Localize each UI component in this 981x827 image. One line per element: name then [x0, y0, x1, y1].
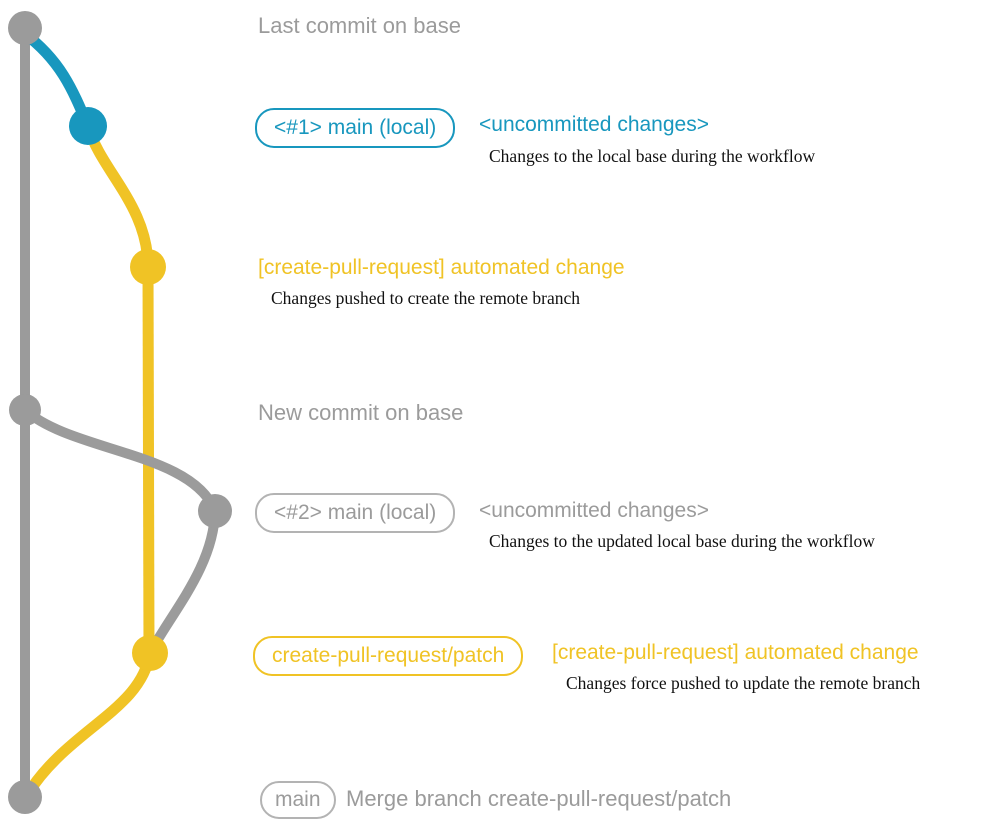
- commit-dot-last-base: [8, 11, 42, 45]
- branch-badge-main-local-1: <#1> main (local): [255, 108, 456, 148]
- description-local-base-changes-2: Changes to the updated local base during…: [489, 531, 875, 551]
- status-uncommitted-changes-2: <uncommitted changes>: [479, 499, 709, 522]
- description-local-base-changes-1: Changes to the local base during the wor…: [489, 146, 816, 166]
- commit-dot-automated-change-1: [130, 249, 166, 285]
- patch-branch-merge-curve: [21, 647, 156, 801]
- base-update-curve-in: [145, 506, 220, 658]
- status-uncommitted-changes-1: <uncommitted changes>: [479, 113, 709, 136]
- patch-branch-curve-top: [82, 120, 154, 273]
- annotation-new-commit-on-base: New commit on base: [258, 400, 464, 425]
- commit-dot-merge: [8, 780, 42, 814]
- description-force-pushed-update-remote: Changes force pushed to update the remot…: [566, 673, 921, 693]
- branch-badge-main: main: [260, 781, 336, 819]
- base-update-curve-out: [20, 405, 220, 516]
- description-pushed-create-remote: Changes pushed to create the remote bran…: [271, 288, 581, 308]
- branch-badge-create-pull-request-patch: create-pull-request/patch: [253, 636, 524, 676]
- commit-message-automated-change-1: [create-pull-request] automated change: [258, 256, 625, 279]
- branch-badge-main-local-2: <#2> main (local): [255, 493, 456, 533]
- commit-dot-main-local-1: [69, 107, 107, 145]
- commit-message-automated-change-2: [create-pull-request] automated change: [552, 641, 919, 664]
- commit-dot-new-base: [9, 394, 41, 426]
- commit-message-merge-branch: Merge branch create-pull-request/patch: [346, 786, 732, 811]
- commit-dot-main-local-2: [198, 494, 232, 528]
- commit-dot-automated-change-2: [132, 635, 168, 671]
- annotation-last-commit-on-base: Last commit on base: [258, 13, 461, 38]
